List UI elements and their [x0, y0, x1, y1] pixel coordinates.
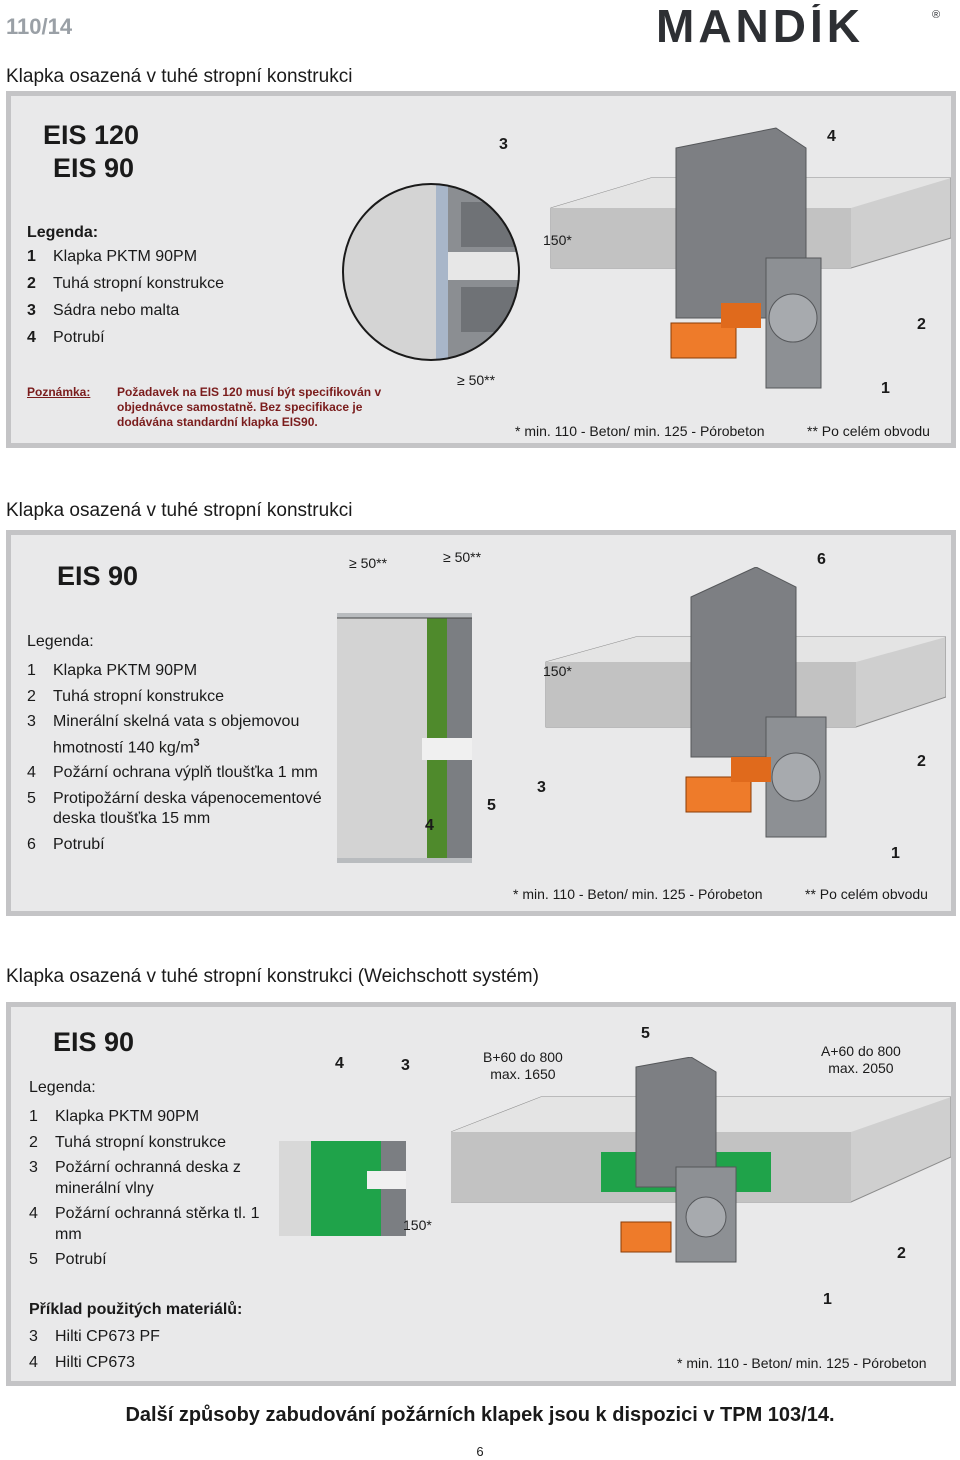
section1-main-illustration — [550, 127, 951, 389]
section2-legend-title: Legenda: — [27, 633, 94, 650]
s2-callout-2: 2 — [917, 753, 926, 770]
s1-callout-2: 2 — [917, 316, 926, 333]
s2-footnote-right: ** Po celém obvodu — [805, 886, 928, 902]
s3-dim-thickness: 150* — [403, 1217, 432, 1233]
section3-title: Klapka osazená v tuhé stropní konstrukci… — [6, 966, 539, 987]
section3-main-illustration — [451, 1057, 951, 1263]
s2-dim-thickness: 150* — [543, 663, 572, 679]
s1-footnote-right: ** Po celém obvodu — [807, 423, 930, 439]
s2-dim-gap1: ≥ 50** — [349, 555, 388, 571]
section2-detail-illustration — [337, 613, 472, 863]
note-label: Poznámka: — [27, 385, 91, 399]
s1-callout-3: 3 — [499, 136, 508, 153]
section2-main-illustration — [545, 567, 946, 838]
s1-footnote-left: * min. 110 - Beton/ min. 125 - Pórobeton — [515, 423, 765, 439]
section3-detail-illustration — [271, 1111, 406, 1246]
s1-callout-4: 4 — [827, 128, 836, 145]
footer-page-number: 6 — [476, 1444, 484, 1459]
s2-callout-3: 3 — [537, 779, 546, 796]
s3-callout-4: 4 — [335, 1055, 344, 1072]
s1-callout-1: 1 — [881, 380, 890, 397]
section3-legend-title: Legenda: — [29, 1079, 96, 1096]
section2-title: Klapka osazená v tuhé stropní konstrukci — [6, 500, 353, 521]
s3-callout-2: 2 — [897, 1245, 906, 1262]
section1-legend-title: Legenda: — [27, 224, 99, 241]
s3-callout-5: 5 — [641, 1025, 650, 1042]
page-number: 110/14 — [6, 14, 73, 39]
section1-eis-90: EIS 90 — [53, 153, 135, 183]
s3-footnote: * min. 110 - Beton/ min. 125 - Pórobeton — [677, 1355, 927, 1371]
brand-name: MANDÍK — [656, 4, 864, 48]
section2-eis: EIS 90 — [57, 561, 139, 591]
s2-callout-6: 6 — [817, 551, 826, 568]
s2-callout-5: 5 — [487, 797, 496, 814]
section1-eis-120: EIS 120 — [43, 120, 140, 150]
s2-dim-gap2: ≥ 50** — [443, 549, 482, 565]
s3-callout-1: 1 — [823, 1291, 832, 1308]
s2-callout-1: 1 — [891, 845, 900, 862]
note-text: Požadavek na EIS 120 musí být specifikov… — [117, 385, 382, 429]
section1-detail-illustration — [342, 183, 520, 361]
s2-callout-4: 4 — [425, 817, 434, 834]
s2-footnote-left: * min. 110 - Beton/ min. 125 - Pórobeton — [513, 886, 763, 902]
s1-dim-gap: ≥ 50** — [457, 372, 496, 388]
mandik-logo: MANDÍK ® — [656, 0, 946, 53]
registered-mark: ® — [932, 9, 940, 21]
bottom-note: Další způsoby zabudování požárních klape… — [125, 1404, 835, 1426]
section1-title: Klapka osazená v tuhé stropní konstrukci — [6, 66, 353, 87]
section3-eis: EIS 90 — [53, 1027, 135, 1057]
s3-callout-3: 3 — [401, 1057, 410, 1074]
s1-dim-thickness: 150* — [543, 232, 572, 248]
materials-title: Příklad použitých materiálů: — [29, 1301, 243, 1318]
